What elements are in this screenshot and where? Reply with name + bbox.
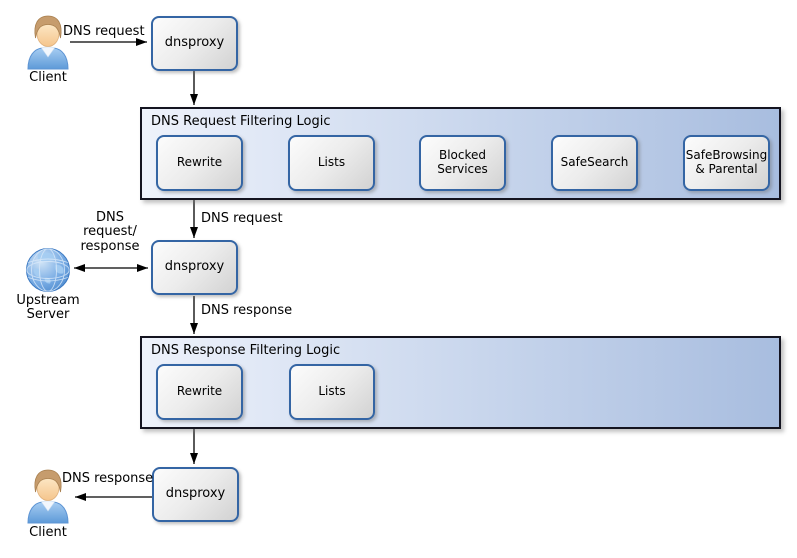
box-rewrite-request: Rewrite [156,135,243,191]
box-lists-request: Lists [288,135,375,191]
box-safebrowsing: SafeBrowsing & Parental [683,135,770,191]
node-dnsproxy-mid: dnsproxy [151,240,238,295]
edge-label-upstream-link: DNS request/ response [80,210,140,254]
box-blocked-services: Blocked Services [419,135,506,191]
edge-label-filter-request: DNS request [201,211,283,226]
box-safesearch: SafeSearch [551,135,638,191]
client-bottom-label: Client [29,525,67,540]
upstream-server [25,247,71,293]
request-filtering-title: DNS Request Filtering Logic [151,114,331,129]
edge-label-client-response: DNS response [62,471,154,486]
globe-icon [26,248,70,292]
edge-label-response-down: DNS response [201,303,293,318]
client-top [24,12,72,70]
response-filtering-container: DNS Response Filtering Logic Rewrite Lis… [140,336,781,429]
request-filtering-container: DNS Request Filtering Logic Rewrite List… [140,107,781,200]
client-top-label: Client [29,70,67,85]
edge-label-client-request: DNS request [63,24,145,39]
response-filtering-title: DNS Response Filtering Logic [151,343,341,358]
client-bottom [24,466,72,524]
upstream-server-label: Upstream Server [16,293,80,323]
person-icon [27,469,69,524]
node-dnsproxy-top: dnsproxy [151,16,238,71]
person-icon [27,15,69,70]
box-lists-response: Lists [289,364,375,420]
box-rewrite-response: Rewrite [156,364,243,420]
node-dnsproxy-bottom: dnsproxy [152,467,239,522]
